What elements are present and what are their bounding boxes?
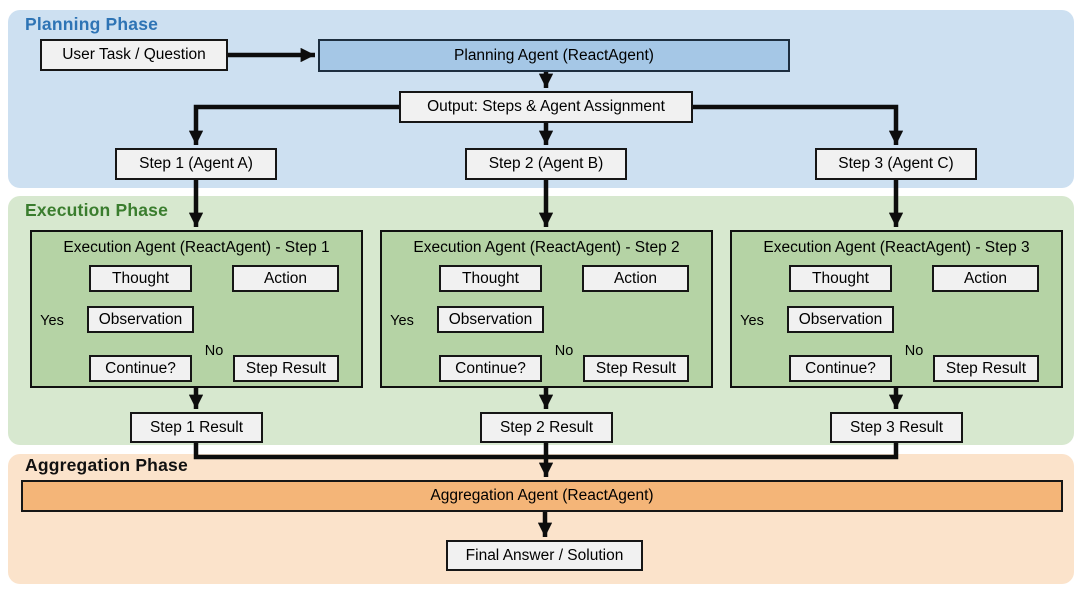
step-1-assignment-node: Step 1 (Agent A) (115, 148, 277, 180)
no-label: No (204, 343, 224, 359)
thought-node: Thought (789, 265, 892, 292)
action-node: Action (582, 265, 689, 292)
planning-agent-node: Planning Agent (ReactAgent) (318, 39, 790, 72)
execution-agent-3-title: Execution Agent (ReactAgent) - Step 3 (763, 239, 1030, 256)
step-2-result-node: Step 2 Result (480, 412, 613, 443)
yes-label: Yes (40, 313, 64, 329)
execution-phase-title: Execution Phase (25, 200, 169, 220)
planning-phase-title: Planning Phase (25, 14, 159, 34)
step-3-result-node: Step 3 Result (830, 412, 963, 443)
thought-node: Thought (439, 265, 542, 292)
yes-label: Yes (390, 313, 414, 329)
step-result-node: Step Result (233, 355, 339, 382)
observation-node: Observation (787, 306, 894, 333)
execution-agent-1: Execution Agent (ReactAgent) - Step 1 Th… (30, 230, 363, 388)
continue-decision-node: Continue? (789, 355, 892, 382)
execution-agent-1-title: Execution Agent (ReactAgent) - Step 1 (63, 239, 330, 256)
step-3-assignment-node: Step 3 (Agent C) (815, 148, 977, 180)
action-node: Action (932, 265, 1039, 292)
continue-decision-node: Continue? (89, 355, 192, 382)
no-label: No (904, 343, 924, 359)
planning-connectors (188, 47, 904, 227)
execution-agent-2: Execution Agent (ReactAgent) - Step 2 Th… (380, 230, 713, 388)
continue-decision-node: Continue? (439, 355, 542, 382)
planning-output-node: Output: Steps & Agent Assignment (399, 91, 693, 123)
final-answer-node: Final Answer / Solution (446, 540, 643, 571)
observation-node: Observation (437, 306, 544, 333)
aggregation-agent-node: Aggregation Agent (ReactAgent) (21, 480, 1063, 512)
observation-node: Observation (87, 306, 194, 333)
step-result-node: Step Result (933, 355, 1039, 382)
user-task-node: User Task / Question (40, 39, 228, 71)
execution-agent-3: Execution Agent (ReactAgent) - Step 3 Th… (730, 230, 1063, 388)
result-connectors (188, 388, 904, 537)
step-1-result-node: Step 1 Result (130, 412, 263, 443)
aggregation-phase-title: Aggregation Phase (25, 455, 188, 475)
step-result-node: Step Result (583, 355, 689, 382)
step-2-assignment-node: Step 2 (Agent B) (465, 148, 627, 180)
action-node: Action (232, 265, 339, 292)
execution-agent-2-title: Execution Agent (ReactAgent) - Step 2 (413, 239, 680, 256)
thought-node: Thought (89, 265, 192, 292)
no-label: No (554, 343, 574, 359)
yes-label: Yes (740, 313, 764, 329)
